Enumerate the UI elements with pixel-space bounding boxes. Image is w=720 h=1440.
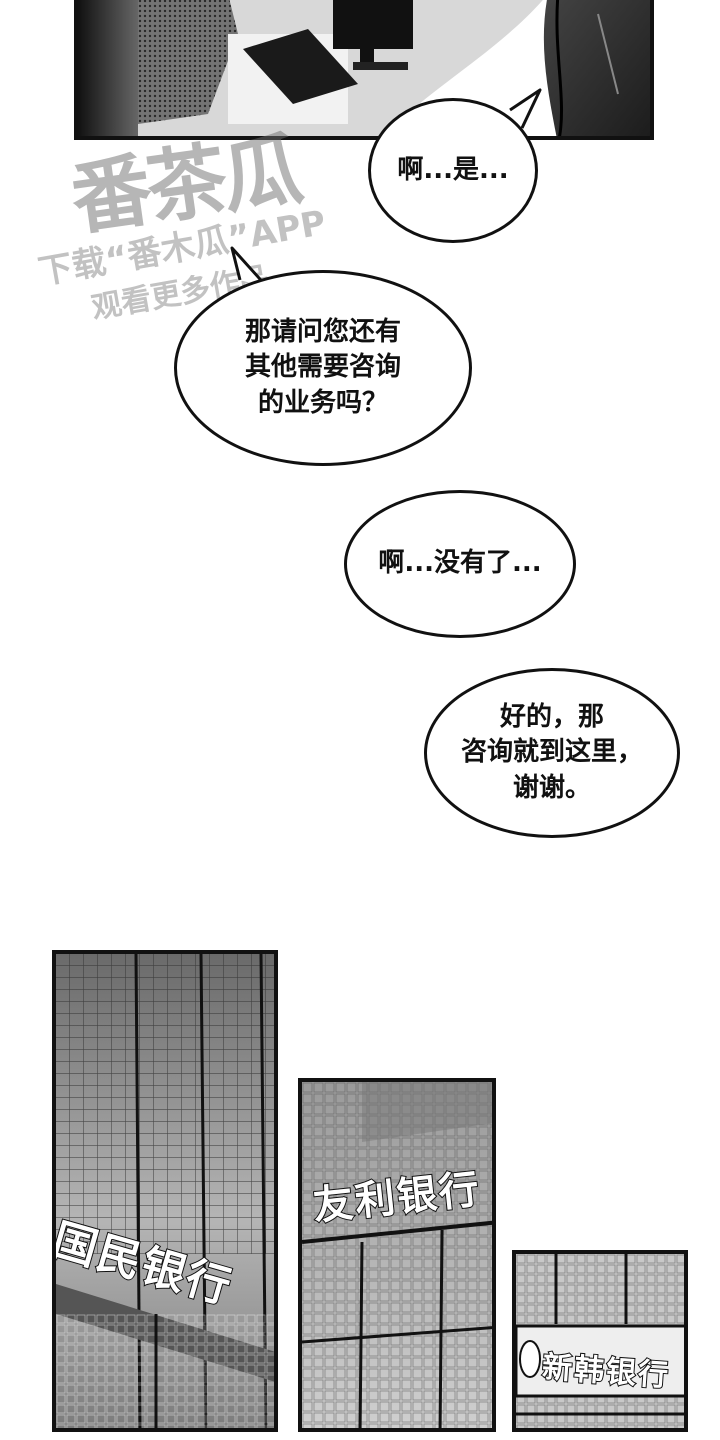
building-panel-shinhan: 新韩银行 [512, 1250, 688, 1432]
building-art-kookmin [56, 954, 274, 1428]
building-art-woori [302, 1082, 492, 1428]
speech-bubble-3-text: 啊...没有了... [378, 548, 542, 579]
office-scene-panel [74, 0, 654, 140]
building-panel-kookmin: 国民银行 [52, 950, 278, 1432]
speech-bubble-2: 那请问您还有 其他需要咨询 的业务吗？ [174, 270, 472, 466]
speech-bubble-2-text: 那请问您还有 其他需要咨询 的业务吗？ [244, 317, 401, 418]
building-panel-woori: 友利银行 [298, 1078, 496, 1432]
speech-bubble-4: 好的，那 咨询就到这里， 谢谢。 [424, 668, 680, 838]
building-art-shinhan [516, 1254, 684, 1428]
office-scene-art [78, 0, 650, 136]
speech-bubble-1-text: 啊...是... [397, 154, 509, 185]
speech-bubble-1: 啊...是... [368, 98, 538, 243]
speech-bubble-4-text: 好的，那 咨询就到这里， 谢谢。 [460, 702, 643, 803]
sign-shinhan-bank: 新韩银行 [540, 1349, 672, 1395]
speech-bubble-3: 啊...没有了... [344, 490, 576, 638]
